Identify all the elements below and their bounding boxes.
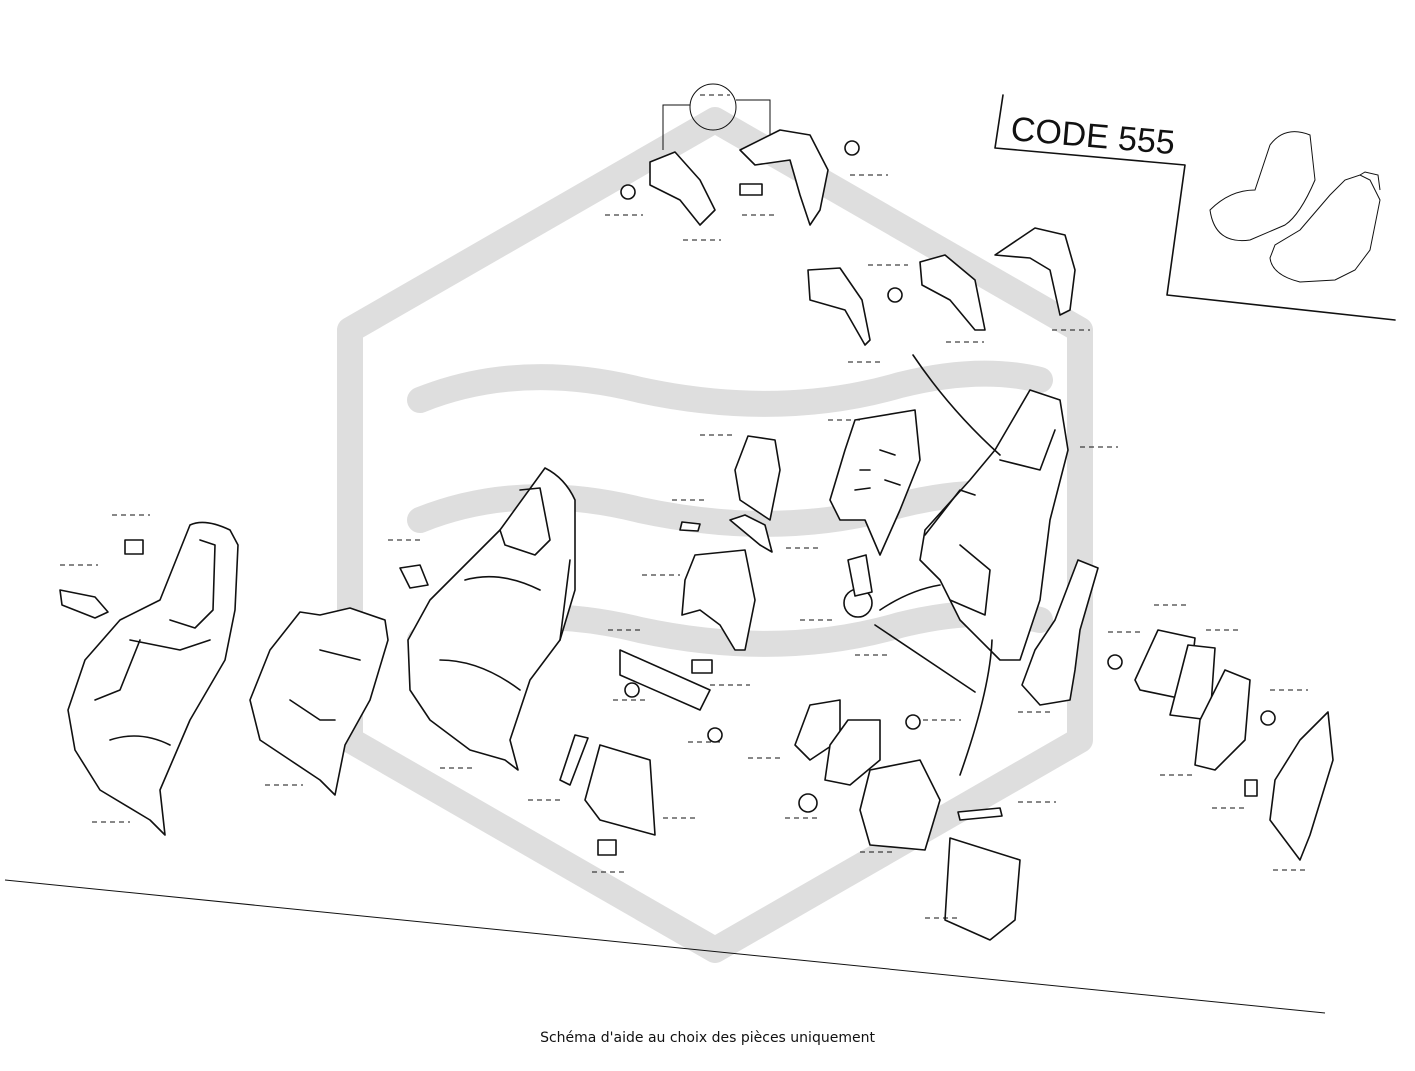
seat-back-shell: [407, 467, 576, 771]
seat-frame: [919, 389, 1069, 661]
side-bolster-right: [1134, 629, 1334, 861]
seat-cushion-group: [584, 649, 1021, 941]
fastener-parts: [559, 140, 1276, 856]
clip-part-left: [59, 539, 429, 619]
headrest-panel: [679, 435, 781, 651]
seat-back-foam: [249, 607, 389, 796]
recliner-bracket: [1021, 559, 1099, 706]
part-number-placeholders: [60, 94, 1309, 919]
seat-back-cover: [67, 521, 239, 836]
motor-part: [843, 554, 976, 693]
diagram-caption: Schéma d'aide au choix des pièces unique…: [540, 1030, 875, 1046]
code-label: CODE 555: [1009, 110, 1176, 162]
direction-arrows: [879, 354, 1001, 776]
side-panel-shell: [829, 409, 921, 556]
top-trim-pieces: [649, 83, 1076, 346]
ground-line: [4, 879, 1326, 1014]
